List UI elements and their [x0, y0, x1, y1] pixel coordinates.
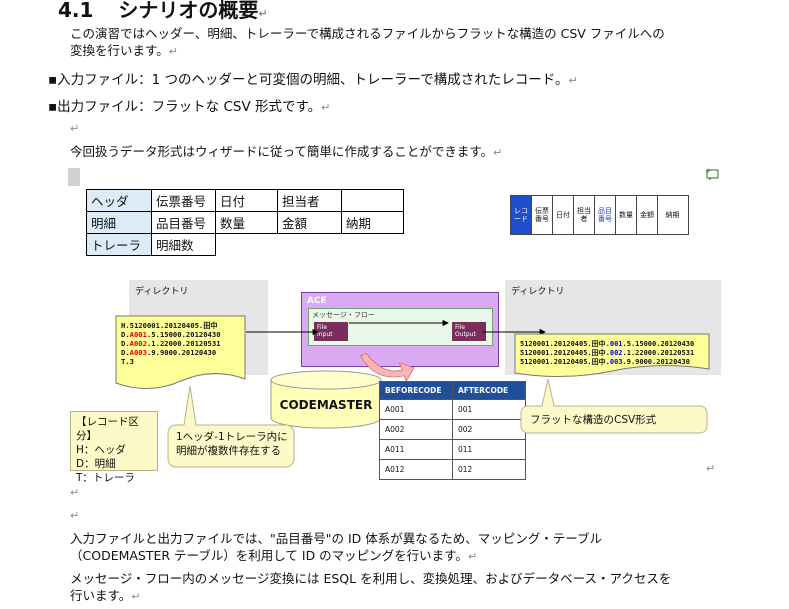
record-layout-table: ヘッダ 伝票番号 日付 担当者 明細 品目番号 数量 金額 納期 トレーラ 明細… — [86, 189, 404, 256]
record-type-legend: 【レコード区分】 H：ヘッダ D：明細 T：トレーラ — [70, 411, 158, 484]
table-row: 明細 品目番号 数量 金額 納期 — [86, 211, 404, 234]
field-cell: レコード — [511, 196, 532, 234]
field-header-strip: レコード 伝票番号 日付 担当者 品目番号 数量 金額 納期 — [510, 195, 689, 235]
output-line: 5120001.20120405.田中.001.5.15000.20120430 — [520, 340, 695, 348]
bullet-input: ▪入力ファイル：1 つのヘッダーと可変個の明細、トレーラーで構成されたレコード。… — [48, 72, 578, 88]
bullet-output: ▪出力ファイル：フラットな CSV 形式です。↵ — [48, 99, 331, 115]
input-line: D.A002.1.22000.20120531 — [121, 339, 221, 348]
section-title: シナリオの概要 — [118, 0, 259, 22]
anchor-mark — [68, 168, 80, 186]
field-cell: 納期 — [665, 211, 680, 219]
codemaster-db: CODEMASTER — [270, 370, 382, 430]
field-cell: 日付 — [553, 196, 574, 234]
input-line: D.A003.9.9000.20120430 — [121, 348, 217, 357]
intro-paragraph: この演習ではヘッダー、明細、トレーラーで構成されるファイルからフラットな構造の … — [70, 26, 665, 58]
field-cell: 伝票番号 — [532, 196, 553, 234]
detail-note-callout: 1ヘッダ-1トレーラ内に 明細が複数件存在する — [166, 385, 298, 469]
input-file-document: H.5120001.20120405.田中 D.A001.5.15000.201… — [115, 315, 246, 393]
field-cell: 担当者 — [574, 196, 595, 234]
intro-line-1: この演習ではヘッダー、明細、トレーラーで構成されるファイルからフラットな構造の … — [70, 26, 665, 41]
output-line: 5120001.20120405.田中.002.1.22000.20120531 — [520, 349, 695, 357]
comment-icon[interactable]: + — [705, 167, 720, 180]
svg-text:+: + — [706, 168, 711, 175]
field-cell: 金額 — [637, 196, 658, 234]
flat-csv-callout: フラットな構造のCSV形式 — [520, 378, 708, 434]
field-cell: 数量 — [616, 196, 637, 234]
mapping-paragraph: 入力ファイルと出力ファイルでは、"品目番号"の ID 体系が異なるため、マッピン… — [70, 531, 603, 563]
input-line: H.5120001.20120405.田中 — [121, 321, 218, 330]
field-cell: 品目番号 — [595, 196, 616, 234]
esql-paragraph: メッセージ・フロー内のメッセージ変換には ESQL を利用し、変換処理、およびデ… — [70, 571, 672, 603]
wizard-paragraph: 今回扱うデータ形式はウィザードに従って簡単に作成することができます。↵ — [70, 144, 503, 159]
section-heading: 4.1 シナリオの概要↵ — [58, 0, 268, 22]
output-file-document: 5120001.20120405.田中.001.5.15000.20120430… — [514, 333, 710, 379]
output-line: 5120001.20120405.田中.003.9.9000.20120430 — [520, 358, 690, 366]
table-row: トレーラ 明細数 — [86, 233, 404, 256]
input-line: D.A001.5.15000.20120430 — [121, 330, 221, 339]
intro-line-2: 変換を行います。 — [70, 43, 169, 58]
input-line: T.3 — [121, 357, 134, 366]
section-number: 4.1 — [58, 0, 94, 22]
